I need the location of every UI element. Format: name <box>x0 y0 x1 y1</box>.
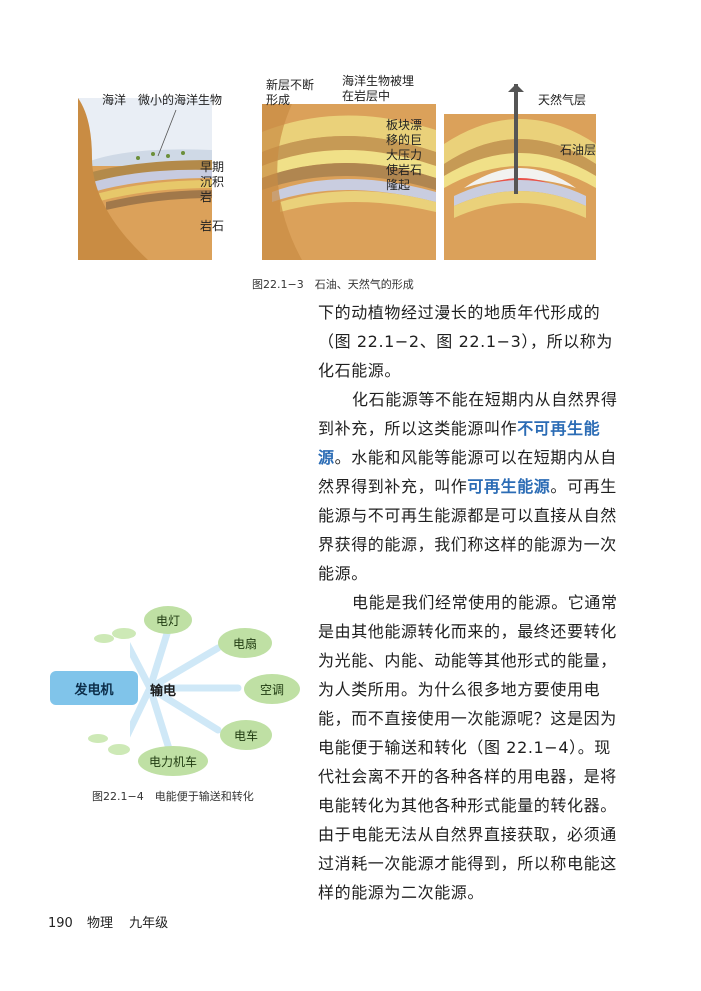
node-fan: 电扇 <box>218 628 272 658</box>
label-early-sedimentary-rock: 早期沉积岩 <box>200 160 225 204</box>
panel-burial <box>262 104 436 260</box>
label-new-layers-text: 新层不断形成 <box>266 78 315 107</box>
p2-part-a: 化石能源等不能在短期内从自然界得到补充，所以这类能源叫作 <box>318 390 618 438</box>
generator-box: 发电机 <box>50 671 138 705</box>
decorative-dot <box>108 744 130 755</box>
label-plate-pressure: 板块漂移的巨大压力使岩石隆起 <box>386 118 423 192</box>
paragraph-renewable: 化石能源等不能在短期内从自然界得到补充，所以这类能源叫作不可再生能源。水能和风能… <box>318 385 623 588</box>
keyword-renewable: 可再生能源 <box>467 477 551 496</box>
label-rock: 岩石 <box>200 219 225 233</box>
decorative-dot <box>112 628 136 639</box>
node-lamp: 电灯 <box>144 606 192 634</box>
keyword-nonrenewable: 不可再生能源 <box>318 419 601 467</box>
footer-subject: 物理 <box>86 916 113 931</box>
paragraph-electric-energy: 电能是我们经常使用的能源。它通常是由其他能源转化而来的，最终还要转化为光能、内能… <box>318 593 618 902</box>
p2-part-c: 。可再生能源与不可再生能源都是可以直接从自然界获得的能源，我们称这样的能源为一次… <box>318 477 617 583</box>
node-tram: 电车 <box>220 720 272 750</box>
node-electric-locomotive: 电力机车 <box>138 746 208 776</box>
panel-early-sediment <box>78 98 212 260</box>
label-tiny-organisms: 微小的海洋生物 <box>138 93 223 107</box>
decorative-dot <box>94 634 114 643</box>
label-buried-organisms: 海洋生物被埋在岩层中 <box>342 74 415 103</box>
transmission-arrows <box>130 620 242 756</box>
page-footer: 190 物理 九年级 <box>48 912 168 931</box>
node-air-conditioner: 空调 <box>244 674 300 704</box>
figure-caption-22-1-3: 图22.1−3 石油、天然气的形成 <box>252 278 414 291</box>
label-oil-layer: 石油层 <box>560 143 597 157</box>
paragraph-continuation: 下的动植物经过漫长的地质年代形成的（图 22.1−2、图 22.1−3），所以称… <box>318 303 613 380</box>
label-natural-gas-layer: 天然气层 <box>538 93 587 107</box>
p2-part-b: 。水能和风能等能源可以在短期内从自然界得到补充，叫作 <box>318 448 617 496</box>
body-text: 下的动植物经过漫长的地质年代形成的（图 22.1−2、图 22.1−3），所以称… <box>318 298 623 907</box>
label-ocean: 海洋 <box>102 93 127 107</box>
footer-grade: 九年级 <box>129 916 169 931</box>
figure-caption-22-1-4: 图22.1−4 电能便于输送和转化 <box>92 790 254 803</box>
page-number: 190 <box>48 916 73 931</box>
decorative-dot <box>88 734 108 743</box>
panel-oil-gas-trap <box>444 84 596 260</box>
label-transmission: 输电 <box>150 684 177 699</box>
